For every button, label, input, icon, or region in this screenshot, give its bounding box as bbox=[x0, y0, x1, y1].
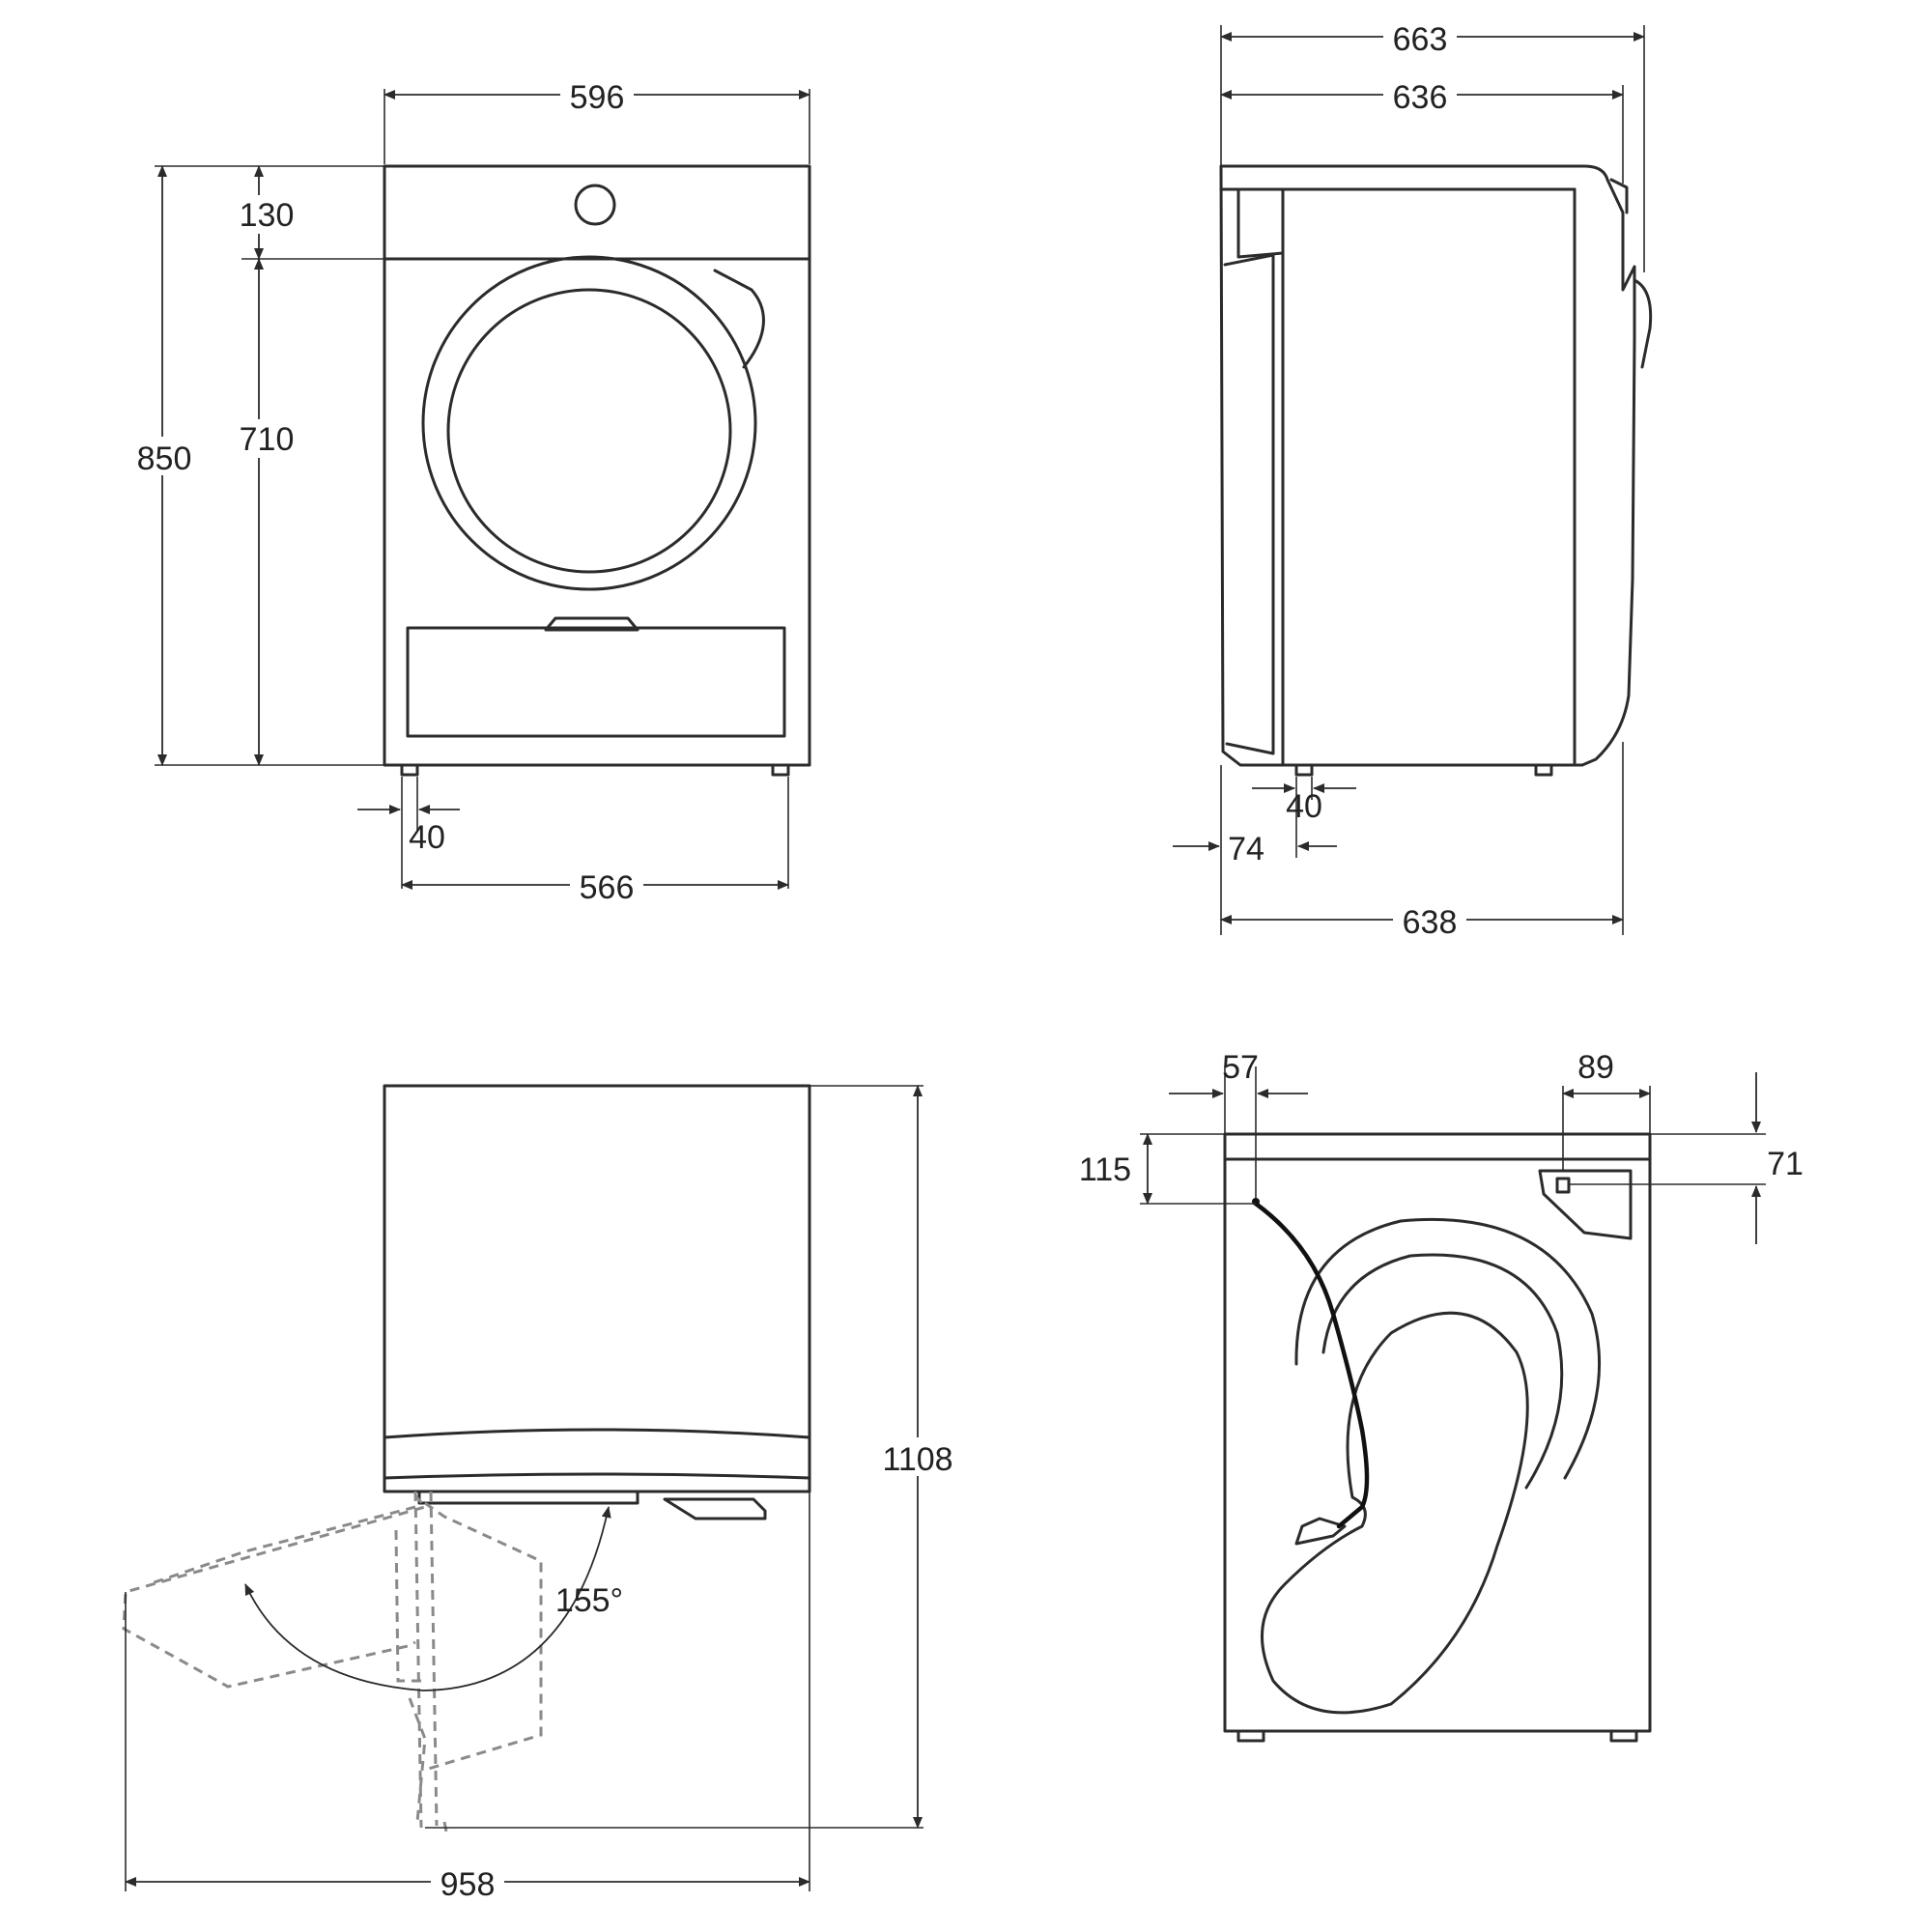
side-foot-front bbox=[1534, 763, 1553, 777]
dim-label-width: 596 bbox=[570, 79, 625, 116]
dim-label-side-foot: 40 bbox=[1286, 788, 1322, 825]
top-cabinet bbox=[383, 1084, 811, 1493]
top-front-curve bbox=[383, 1428, 811, 1439]
front-foot-left bbox=[400, 763, 419, 777]
side-cabinet bbox=[1219, 164, 1636, 767]
rear-view: 57 115 89 71 bbox=[1076, 1049, 1804, 1743]
plinth-panel bbox=[406, 626, 786, 738]
dim-label-rear-offset: 74 bbox=[1228, 831, 1264, 867]
top-front-edge bbox=[383, 1472, 811, 1480]
side-door-bulge bbox=[1633, 278, 1653, 369]
front-view: 596 850 130 710 40 566 bbox=[133, 75, 811, 906]
door-handle bbox=[713, 269, 765, 369]
dim-label-feet-span: 566 bbox=[580, 869, 635, 906]
dim-label-outlet-offset: 89 bbox=[1577, 1049, 1614, 1086]
dim-label-height: 850 bbox=[137, 440, 192, 477]
rear-hose-clip bbox=[1294, 1517, 1347, 1546]
side-knob bbox=[1609, 178, 1629, 214]
door-pivot-line-2 bbox=[429, 1491, 439, 1827]
door-swing-path bbox=[424, 1501, 543, 1772]
drain-outlet bbox=[1555, 1177, 1571, 1194]
front-foot-right bbox=[771, 763, 790, 777]
door-bottom-stub bbox=[408, 1697, 427, 1823]
dim-label-open-width: 958 bbox=[440, 1866, 496, 1903]
top-base-rim bbox=[417, 1490, 639, 1505]
drain-outlet-plate bbox=[1538, 1169, 1633, 1240]
rear-foot-right bbox=[1609, 1729, 1638, 1743]
dim-label-front: 710 bbox=[240, 421, 295, 458]
door-bottom-stub-2 bbox=[442, 1821, 448, 1833]
dim-label-open-depth: 1108 bbox=[882, 1441, 952, 1478]
door-glass-ring bbox=[446, 288, 732, 574]
front-cabinet bbox=[383, 164, 811, 767]
top-handle bbox=[663, 1497, 767, 1520]
rear-hose-path bbox=[1261, 1311, 1529, 1715]
dim-label-cable-offset: 57 bbox=[1222, 1049, 1259, 1086]
side-rear-vent bbox=[1236, 187, 1285, 259]
program-knob-icon bbox=[574, 184, 616, 226]
side-rear-cover bbox=[1223, 253, 1275, 755]
door-open-view: 1108 958 155° bbox=[122, 1084, 960, 1903]
cable-entry-point bbox=[1252, 1198, 1260, 1206]
rear-drum-inner bbox=[1321, 1253, 1564, 1490]
door-angle-arc bbox=[244, 1506, 611, 1691]
door-outer-ring bbox=[421, 255, 757, 591]
dim-label-top: 130 bbox=[240, 197, 295, 234]
rear-foot-left bbox=[1236, 1729, 1265, 1743]
rear-drum-outer bbox=[1294, 1217, 1602, 1480]
power-cable bbox=[1253, 1201, 1370, 1529]
dim-label-outlet-height: 71 bbox=[1767, 1146, 1804, 1182]
open-door-outline bbox=[122, 1494, 428, 1689]
dim-label-depth-total: 663 bbox=[1393, 21, 1448, 58]
dim-label-depth-base: 638 bbox=[1403, 904, 1458, 941]
door-hinge bbox=[544, 616, 639, 632]
side-foot-rear bbox=[1294, 763, 1314, 777]
open-door-inner bbox=[148, 1505, 416, 1586]
side-view: 663 636 638 74 40 bbox=[1173, 17, 1653, 941]
dim-label-depth-body: 636 bbox=[1393, 79, 1448, 116]
door-angle-label: 155° bbox=[555, 1582, 623, 1619]
dim-label-cable-height: 115 bbox=[1079, 1151, 1131, 1188]
dim-label-foot: 40 bbox=[409, 819, 445, 856]
